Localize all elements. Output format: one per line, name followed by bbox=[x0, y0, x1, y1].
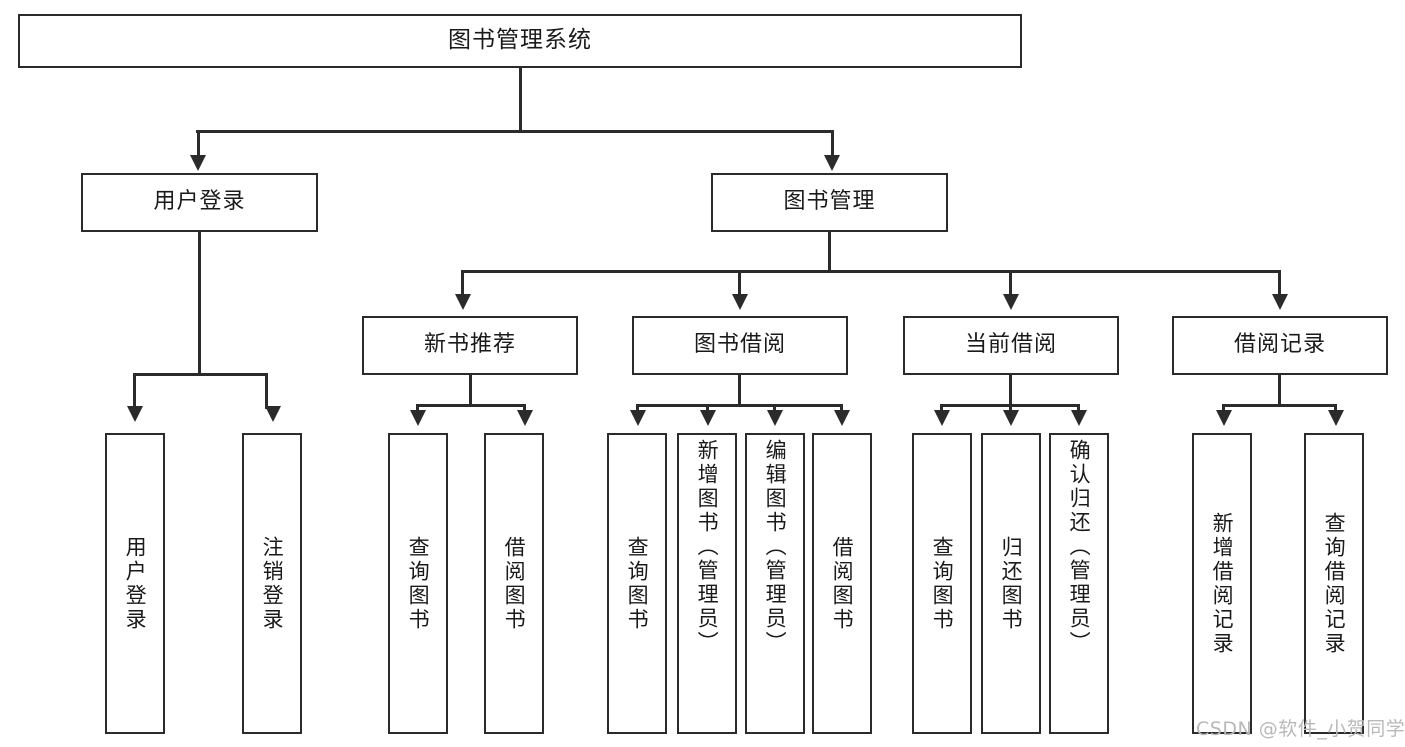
arrow-down-icon bbox=[767, 410, 783, 426]
node-user-login[interactable]: 用户登录 bbox=[81, 173, 318, 232]
arrow-down-icon bbox=[455, 294, 471, 310]
edge-root-to-user-login bbox=[197, 130, 200, 158]
leaf-user-login-signout[interactable]: 注销登录 bbox=[242, 433, 302, 734]
edge-user-login-to-leaf-2 bbox=[265, 373, 268, 409]
arrow-down-icon bbox=[700, 410, 716, 426]
edge-book-manage-stem bbox=[828, 232, 831, 272]
node-new-book-recommend[interactable]: 新书推荐 bbox=[362, 316, 578, 375]
leaf-book-borrow-add[interactable]: 新增图书（管理员） bbox=[677, 433, 737, 734]
edge-borrow-record-to-leaf-1 bbox=[1222, 404, 1225, 414]
arrow-down-icon bbox=[190, 155, 206, 171]
edge-book-manage-bar bbox=[461, 270, 1281, 273]
edge-new-book-bar bbox=[416, 404, 526, 407]
arrow-down-icon bbox=[934, 410, 950, 426]
edge-user-login-stem bbox=[198, 232, 201, 375]
arrow-down-icon bbox=[127, 406, 143, 422]
arrow-down-icon bbox=[1003, 410, 1019, 426]
arrow-down-icon bbox=[410, 410, 426, 426]
arrow-down-icon bbox=[630, 410, 646, 426]
node-book-manage[interactable]: 图书管理 bbox=[711, 173, 948, 232]
leaf-borrow-record-add[interactable]: 新增借阅记录 bbox=[1192, 433, 1252, 734]
node-root-system[interactable]: 图书管理系统 bbox=[18, 14, 1022, 68]
edge-book-manage-to-current bbox=[1009, 270, 1012, 298]
edge-borrow-record-to-leaf-2 bbox=[1334, 404, 1337, 414]
edge-root-bar bbox=[196, 130, 834, 133]
leaf-book-borrow-lend[interactable]: 借阅图书 bbox=[812, 433, 872, 734]
edge-book-manage-to-borrow bbox=[738, 270, 741, 298]
edge-current-borrow-to-leaf-2 bbox=[1009, 404, 1012, 414]
arrow-down-icon bbox=[265, 406, 281, 422]
leaf-new-book-query[interactable]: 查询图书 bbox=[388, 433, 448, 734]
edge-book-borrow-to-leaf-2 bbox=[706, 404, 709, 414]
edge-user-login-bar bbox=[133, 373, 268, 376]
edge-book-manage-to-record bbox=[1278, 270, 1281, 298]
edge-user-login-to-leaf-1 bbox=[133, 373, 136, 409]
edge-book-borrow-to-leaf-4 bbox=[840, 404, 843, 414]
leaf-borrow-record-query[interactable]: 查询借阅记录 bbox=[1304, 433, 1364, 734]
edge-current-borrow-to-leaf-3 bbox=[1077, 404, 1080, 414]
node-book-borrow[interactable]: 图书借阅 bbox=[632, 316, 848, 375]
leaf-book-borrow-edit[interactable]: 编辑图书（管理员） bbox=[745, 433, 805, 734]
leaf-book-borrow-query[interactable]: 查询图书 bbox=[607, 433, 667, 734]
arrow-down-icon bbox=[834, 410, 850, 426]
leaf-current-borrow-return[interactable]: 归还图书 bbox=[981, 433, 1041, 734]
arrow-down-icon bbox=[1003, 294, 1019, 310]
edge-borrow-record-stem bbox=[1278, 375, 1281, 406]
edge-new-book-to-leaf-2 bbox=[523, 404, 526, 414]
edge-book-borrow-bar bbox=[636, 404, 843, 407]
edge-borrow-record-bar bbox=[1222, 404, 1337, 407]
leaf-user-login-signin[interactable]: 用户登录 bbox=[105, 433, 165, 734]
edge-current-borrow-stem bbox=[1009, 375, 1012, 406]
leaf-new-book-borrow[interactable]: 借阅图书 bbox=[484, 433, 544, 734]
arrow-down-icon bbox=[1216, 410, 1232, 426]
arrow-down-icon bbox=[1328, 410, 1344, 426]
edge-book-borrow-to-leaf-1 bbox=[636, 404, 639, 414]
watermark-csdn: CSDN @软件_小贺同学 bbox=[1196, 718, 1405, 740]
leaf-current-borrow-confirm[interactable]: 确认归还（管理员） bbox=[1049, 433, 1109, 734]
edge-new-book-to-leaf-1 bbox=[416, 404, 419, 414]
edge-current-borrow-to-leaf-1 bbox=[940, 404, 943, 414]
edge-root-to-book-manage bbox=[831, 130, 834, 158]
edge-new-book-stem bbox=[469, 375, 472, 406]
arrow-down-icon bbox=[824, 155, 840, 171]
edge-book-borrow-stem bbox=[738, 375, 741, 406]
edge-root-stem bbox=[519, 68, 522, 130]
node-current-borrow[interactable]: 当前借阅 bbox=[903, 316, 1119, 375]
arrow-down-icon bbox=[1071, 410, 1087, 426]
node-borrow-record[interactable]: 借阅记录 bbox=[1172, 316, 1388, 375]
edge-book-manage-to-new-book bbox=[461, 270, 464, 298]
arrow-down-icon bbox=[517, 410, 533, 426]
arrow-down-icon bbox=[732, 294, 748, 310]
arrow-down-icon bbox=[1272, 294, 1288, 310]
edge-book-borrow-to-leaf-3 bbox=[773, 404, 776, 414]
leaf-current-borrow-query[interactable]: 查询图书 bbox=[912, 433, 972, 734]
